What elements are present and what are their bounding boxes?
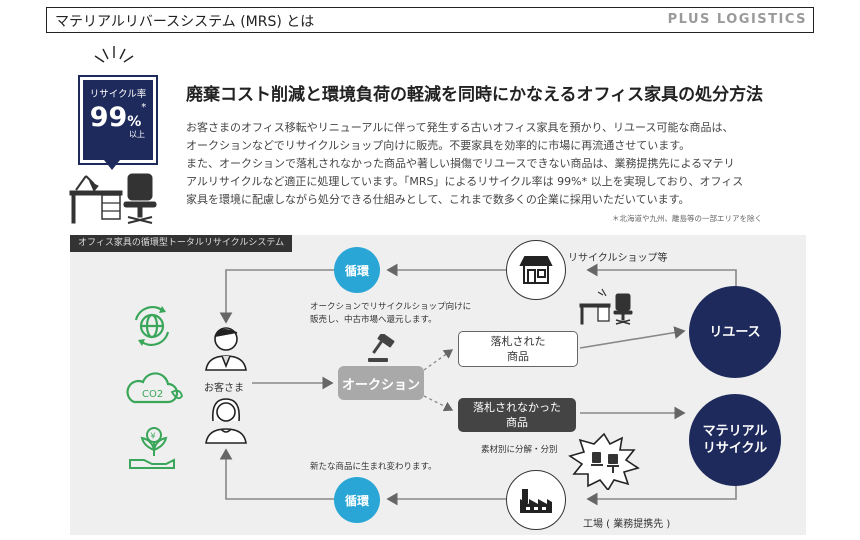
body-line: お客さまのオフィス移転やリニューアルに伴って発生する古いオフィス家具を預かり、リ… xyxy=(186,121,734,134)
co2-cloud-icon: CO2 xyxy=(126,372,183,404)
auction-note-line: オークションでリサイクルショップ向けに xyxy=(310,302,472,312)
unsold-line: 商品 xyxy=(506,416,528,429)
sparkle-icon xyxy=(94,46,134,63)
badge-unit: % xyxy=(127,114,142,130)
junkan-top-circle: 循環 xyxy=(334,247,380,293)
badge-value: 99 xyxy=(89,102,128,133)
factory-label: 工場 ( 業務提携先 ) xyxy=(583,519,671,530)
furniture-icon xyxy=(579,288,633,325)
svg-text:¥: ¥ xyxy=(151,432,156,441)
body-line: アルリサイクルなど適正に処理しています。「MRS」によるリサイクル率は 99%*… xyxy=(186,175,744,188)
customer-woman-icon xyxy=(205,398,247,444)
gavel-icon xyxy=(368,334,395,362)
body-line: 家具を環境に配慮しながら処分できる仕組みとして、これまで数多くの企業に採用いただ… xyxy=(186,193,690,206)
unsold-line: 落札されなかった xyxy=(473,401,561,414)
material-line: マテリアル xyxy=(702,424,768,439)
recycle-globe-icon xyxy=(134,306,170,346)
auction-note-line: 販売し、中古市場へ還元します。 xyxy=(310,315,437,325)
headline: 廃棄コスト削減と環境負荷の軽減を同時にかなえるオフィス家具の処分方法 xyxy=(186,85,764,105)
badge-suffix: 以上 xyxy=(129,130,145,139)
split-label: 素材別に分解・分別 xyxy=(481,445,558,455)
header-bar: マテリアルリバースシステム (MRS) とは PLUS LOGISTICS xyxy=(46,7,814,33)
material-recycle-circle: マテリアルリサイクル xyxy=(689,394,781,486)
auction-label: オークション xyxy=(341,377,420,393)
junkan-bottom-circle: 循環 xyxy=(334,477,380,523)
material-line: リサイクル xyxy=(702,441,768,456)
body-text: お客さまのオフィス移転やリニューアルに伴って発生する古いオフィス家具を預かり、リ… xyxy=(186,119,806,209)
shop-icon xyxy=(519,256,553,284)
unsold-box: 落札されなかった商品 xyxy=(458,398,576,432)
footnote: ＊北海道や九州、離島等の一部エリアを除く xyxy=(612,214,762,223)
customer-label: お客さま xyxy=(204,383,244,394)
badge-pointer xyxy=(104,160,120,170)
junkan-top-label: 循環 xyxy=(344,263,369,278)
scrap-burst-icon xyxy=(568,432,640,490)
reuse-label: リユース xyxy=(709,324,761,340)
panel-label: オフィス家具の循環型トータルリサイクルシステム xyxy=(70,235,293,252)
sold-line: 落札された xyxy=(490,335,546,348)
auction-box: オークション xyxy=(338,366,424,400)
co2-label: CO2 xyxy=(142,389,163,400)
customer-man-icon xyxy=(205,327,247,371)
factory-icon xyxy=(520,489,552,513)
brand-logo: PLUS LOGISTICS xyxy=(667,12,807,27)
badge-label: リサイクル率 xyxy=(89,89,147,100)
money-plant-icon: ¥ xyxy=(129,427,175,469)
sold-box: 落札された商品 xyxy=(458,331,578,367)
reuse-circle: リユース xyxy=(689,286,781,378)
diagram-panel xyxy=(70,235,806,535)
junkan-bottom-label: 循環 xyxy=(344,493,369,508)
desk-chair-icon xyxy=(69,173,157,224)
shop-circle xyxy=(506,240,566,300)
badge-asterisk: * xyxy=(141,102,147,113)
body-line: また、オークションで落札されなかった商品や著しい損傷でリユースできない商品は、業… xyxy=(186,157,735,170)
shop-label: リサイクルショップ等 xyxy=(568,253,668,264)
body-line: オークションなどでリサイクルショップ向けに販売。不要家具を効率的に市場に再流通さ… xyxy=(186,139,691,152)
factory-circle xyxy=(506,470,566,530)
reborn-label: 新たな商品に生まれ変わります。 xyxy=(310,462,437,472)
page-title: マテリアルリバースシステム (MRS) とは xyxy=(55,14,315,30)
auction-note: オークションでリサイクルショップ向けに 販売し、中古市場へ還元します。 xyxy=(310,301,471,327)
sold-line: 商品 xyxy=(507,350,529,363)
